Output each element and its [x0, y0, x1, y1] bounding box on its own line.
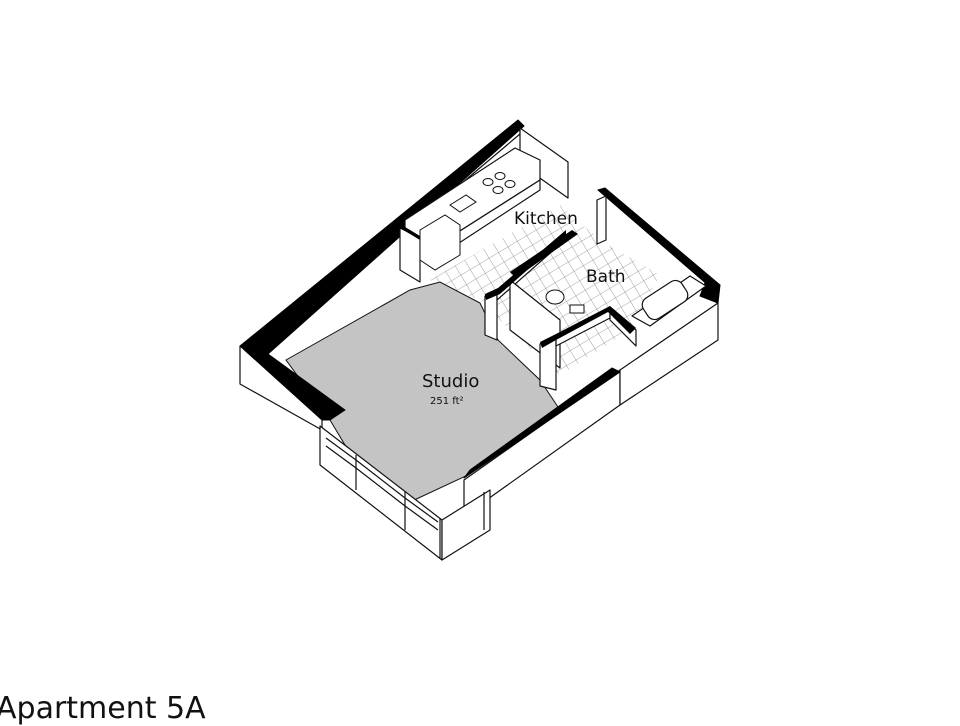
sink-icon — [449, 194, 477, 213]
apartment-title: Apartment 5A — [0, 691, 206, 726]
kitchen-label: Kitchen — [514, 209, 578, 229]
window-bay — [325, 437, 485, 558]
bath-label: Bath — [586, 267, 626, 287]
stove-burner-icon — [504, 180, 516, 188]
toilet-tank-icon — [569, 304, 585, 314]
stove-burner-icon — [482, 178, 494, 186]
room-labels: Kitchen Bath Studio 251 ft² — [422, 209, 626, 407]
studio-label: Studio — [422, 371, 479, 392]
toilet-icon — [545, 289, 565, 305]
kitchen-fixtures — [419, 172, 516, 271]
kitchen-floor — [430, 205, 660, 375]
interior-wall-caps — [400, 224, 636, 348]
bath-fixtures — [545, 289, 585, 314]
stove-burner-icon — [492, 186, 504, 194]
studio-area: 251 ft² — [430, 396, 464, 407]
stove-burner-icon — [494, 172, 506, 180]
fridge-icon — [419, 214, 461, 271]
